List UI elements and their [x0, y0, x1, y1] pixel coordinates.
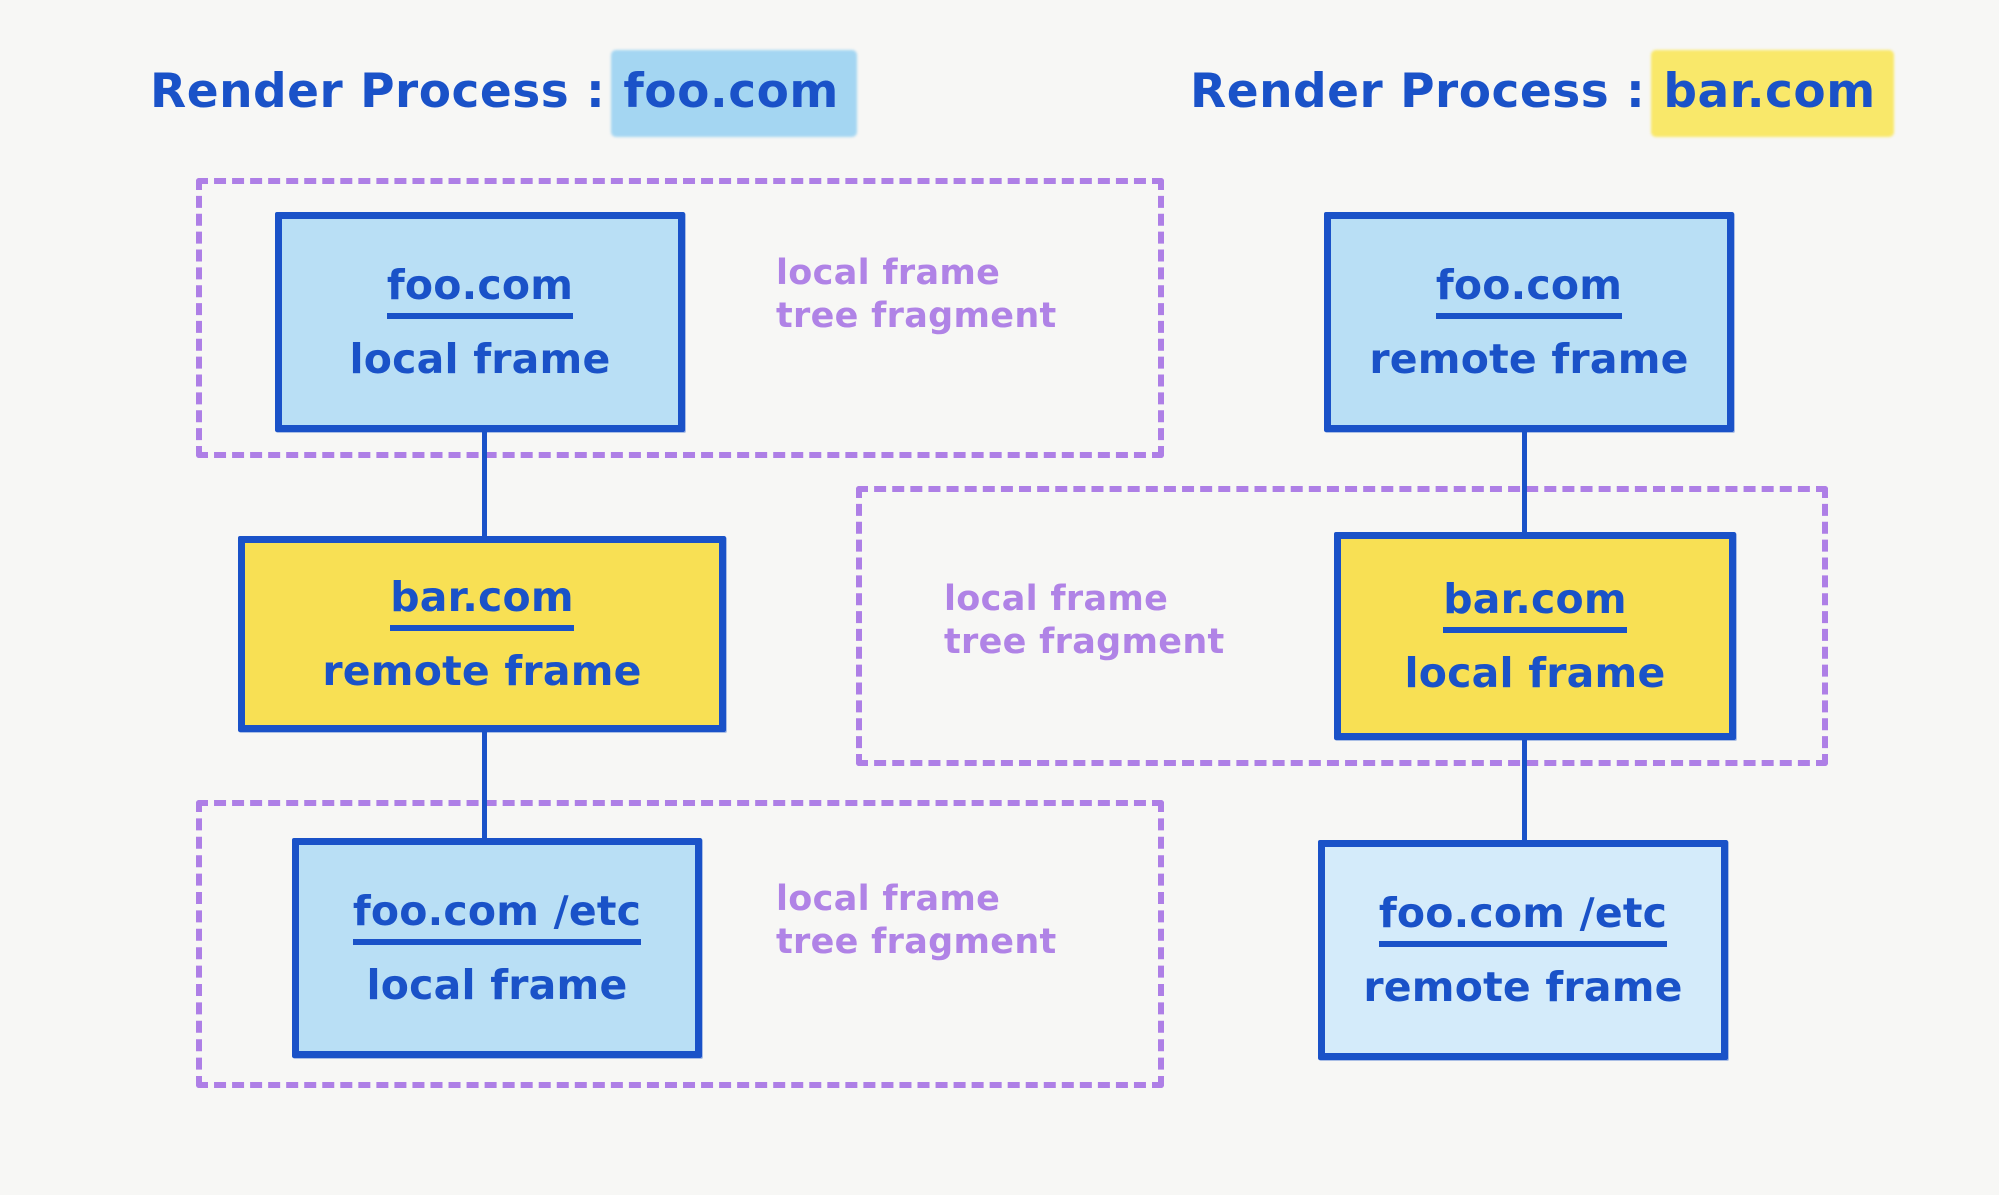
- frame-box-left-0[interactable]: foo.com local frame: [275, 212, 685, 432]
- fragment-label-left-bottom: local frame tree fragment: [776, 879, 1057, 962]
- frame-kind-right-2: remote frame: [1363, 963, 1683, 1011]
- connector-right-2: [1522, 736, 1527, 844]
- connector-left-2: [482, 728, 487, 838]
- fragment-label-left-top: local frame tree fragment: [776, 253, 1057, 336]
- process-title-right: Render Process : bar.com: [1190, 62, 1886, 129]
- connector-left-1: [482, 430, 487, 540]
- process-title-left-origin: foo.com: [615, 62, 849, 129]
- frame-origin-right-2: foo.com /etc: [1378, 889, 1668, 947]
- frame-origin-left-2: foo.com /etc: [352, 887, 642, 945]
- process-title-left: Render Process : foo.com: [150, 62, 849, 129]
- frame-kind-right-0: remote frame: [1369, 335, 1689, 383]
- frame-box-right-1[interactable]: bar.com local frame: [1334, 532, 1736, 740]
- frame-box-right-0[interactable]: foo.com remote frame: [1324, 212, 1734, 432]
- frame-origin-right-0: foo.com: [1435, 261, 1623, 319]
- process-title-right-lead: Render Process :: [1190, 64, 1646, 119]
- connector-right-1: [1522, 428, 1527, 538]
- frame-box-left-2[interactable]: foo.com /etc local frame: [292, 838, 702, 1058]
- frame-kind-left-0: local frame: [349, 335, 611, 383]
- process-title-left-lead: Render Process :: [150, 64, 606, 119]
- fragment-region-middle: [856, 486, 1828, 766]
- frame-origin-right-1: bar.com: [1443, 575, 1627, 633]
- frame-box-left-1[interactable]: bar.com remote frame: [238, 536, 726, 732]
- frame-kind-left-1: remote frame: [322, 647, 642, 695]
- process-title-right-origin: bar.com: [1655, 62, 1886, 129]
- frame-origin-left-1: bar.com: [390, 573, 574, 631]
- frame-kind-right-1: local frame: [1404, 649, 1666, 697]
- fragment-label-middle: local frame tree fragment: [944, 579, 1225, 662]
- frame-box-right-2[interactable]: foo.com /etc remote frame: [1318, 840, 1728, 1060]
- fragment-region-left-top: [196, 178, 1164, 458]
- frame-kind-left-2: local frame: [366, 961, 628, 1009]
- fragment-region-left-bottom: [196, 800, 1164, 1088]
- frame-origin-left-0: foo.com: [386, 261, 574, 319]
